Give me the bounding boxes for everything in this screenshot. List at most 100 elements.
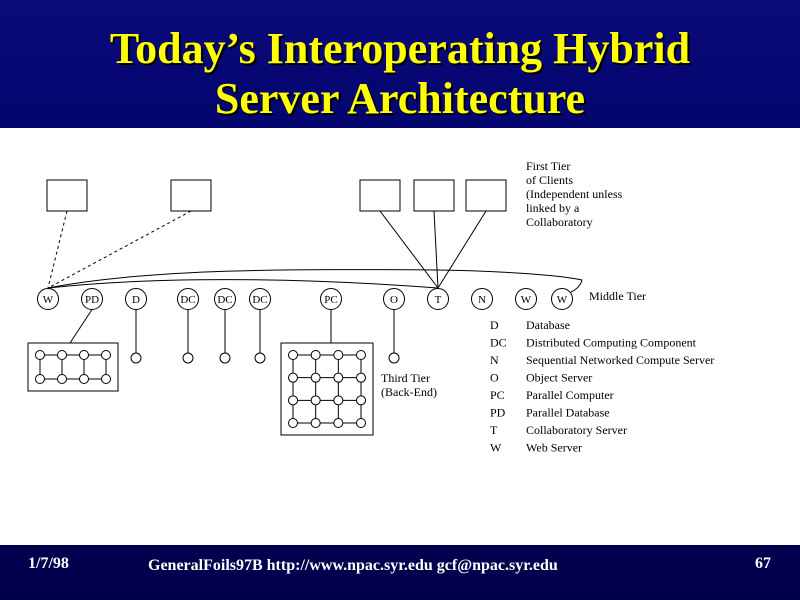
grid-node (356, 372, 366, 383)
legend-abbr: PC (490, 388, 505, 402)
middle-tier-node: DC (249, 288, 271, 310)
parallel-computer-machine (280, 342, 374, 436)
client-link (47, 210, 192, 289)
node-label: W (521, 294, 532, 306)
node-label: W (43, 294, 54, 306)
grid-node (57, 350, 67, 360)
middle-tier-node: DC (177, 288, 199, 310)
grid-node (356, 418, 366, 428)
legend-abbr: PD (490, 406, 506, 420)
middle-tier-node: PD (81, 288, 103, 310)
middle-tier-node: DC (214, 288, 236, 310)
grid-node (101, 350, 111, 360)
node-label: PC (324, 294, 337, 306)
legend-description: Object Server (526, 371, 592, 385)
backend-server (254, 352, 266, 364)
backend-server (182, 352, 194, 364)
middle-tier-node: O (383, 288, 405, 310)
node-circle (515, 288, 537, 310)
node-circle (177, 288, 199, 310)
middle-tier-node: W (515, 288, 537, 310)
node-circle (320, 288, 342, 310)
client-box (359, 179, 401, 212)
backend-server (219, 352, 231, 364)
first-tier-label: Collaboratory (526, 215, 593, 229)
title-line-2: Server Architecture (214, 74, 586, 123)
grid-node (101, 374, 111, 384)
middle-tier-node: N (471, 288, 493, 310)
legend-abbr: D (490, 318, 499, 332)
node-label: T (435, 294, 442, 306)
first-tier-label: linked by a (526, 201, 580, 215)
grid-node (333, 350, 344, 360)
node-label: D (132, 294, 140, 306)
legend-description: Sequential Networked Compute Server (526, 353, 714, 367)
legend-description: Parallel Database (526, 406, 610, 420)
title-line-1: Today’s Interoperating Hybrid (109, 24, 691, 73)
collaboratory-link (47, 269, 583, 296)
node-label: DC (252, 294, 267, 306)
backend-server (388, 352, 400, 364)
node-circle (383, 288, 405, 310)
legend-abbr: O (490, 371, 499, 385)
client-link (47, 210, 68, 289)
client-box (170, 179, 212, 212)
client-box (46, 179, 88, 212)
grid-node (310, 350, 321, 360)
legend-abbr: W (490, 441, 502, 455)
footer-info: GeneralFoils97B http://www.npac.syr.edu … (148, 557, 558, 574)
grid-node (333, 372, 344, 383)
third-tier-label: (Back-End) (381, 385, 437, 399)
grid-node (35, 374, 45, 384)
grid-node (288, 395, 298, 406)
grid-node (35, 350, 45, 360)
client-box (413, 179, 455, 212)
first-tier-label: First Tier (526, 159, 570, 173)
node-label: N (478, 294, 486, 306)
backend-server (130, 352, 142, 364)
node-label: PD (85, 294, 99, 306)
grid-node (79, 374, 89, 384)
grid-node (79, 350, 89, 360)
third-tier-label: Third Tier (381, 371, 430, 385)
middle-tier-node: T (427, 288, 449, 310)
client-link (437, 210, 487, 289)
node-circle (125, 288, 147, 310)
collaboratory-link (47, 279, 439, 289)
legend-description: Distributed Computing Component (526, 336, 697, 350)
first-tier-label: of Clients (526, 173, 573, 187)
client-link (379, 210, 439, 289)
middle-tier-node: W (551, 288, 573, 310)
client-link (433, 210, 439, 289)
grid-node (333, 395, 344, 406)
backend-link (69, 309, 93, 344)
node-label: DC (217, 294, 232, 306)
slide-title: Today’s Interoperating Hybrid Server Arc… (0, 24, 800, 124)
grid-node (288, 418, 298, 428)
legend-description: Parallel Computer (526, 388, 614, 402)
legend-abbr: N (490, 353, 499, 367)
grid-node (288, 372, 298, 383)
node-circle (551, 288, 573, 310)
legend-abbr: T (490, 423, 498, 437)
client-box (465, 179, 507, 212)
node-label: DC (180, 294, 195, 306)
node-circle (37, 288, 59, 310)
node-circle (249, 288, 271, 310)
grid-node (288, 350, 298, 360)
node-circle (81, 288, 103, 310)
grid-frame (27, 342, 119, 392)
footer-date: 1/7/98 (28, 555, 69, 572)
grid-node (57, 374, 67, 384)
node-label: W (557, 294, 568, 306)
legend-description: Collaboratory Server (526, 423, 627, 437)
grid-node (356, 350, 366, 360)
grid-node (333, 418, 344, 428)
first-tier-label: (Independent unless (526, 187, 623, 201)
node-label: O (390, 294, 398, 306)
grid-node (310, 418, 321, 428)
page-number: 67 (755, 555, 771, 572)
legend-abbr: DC (490, 336, 507, 350)
